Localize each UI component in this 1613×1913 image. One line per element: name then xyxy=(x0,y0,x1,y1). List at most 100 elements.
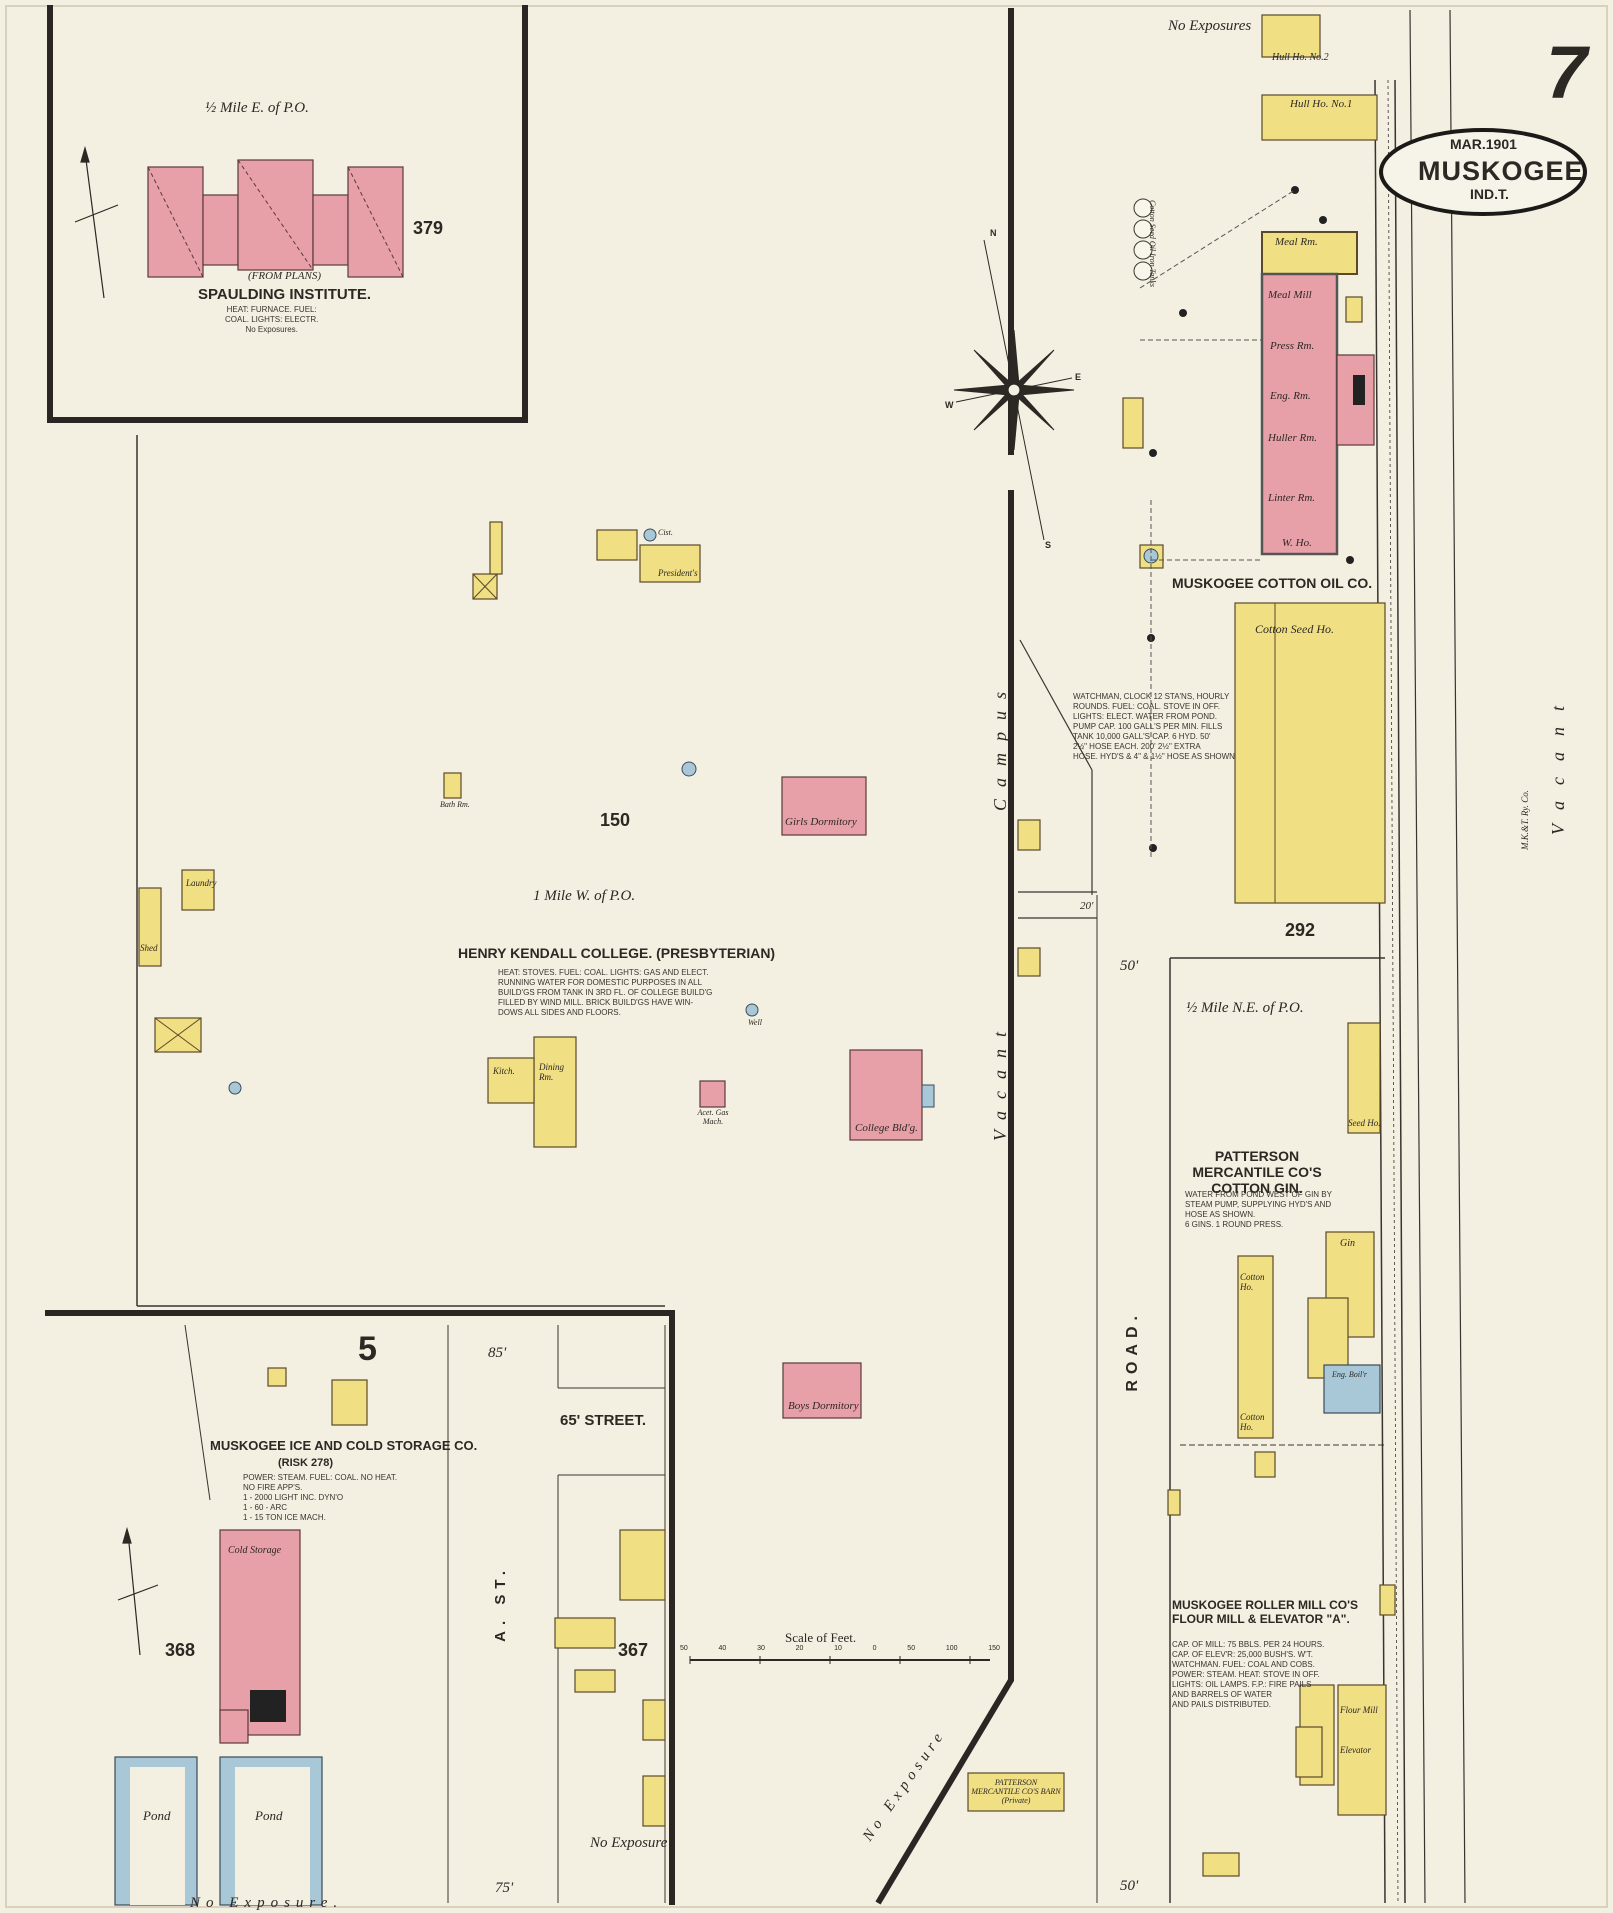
block-number-367: 367 xyxy=(618,1640,649,1660)
scale-ticks: 50 40 30 20 10 0 50 100 150 xyxy=(680,1645,1000,1652)
laundry-label: Laundry xyxy=(186,878,217,888)
meal-room xyxy=(1261,231,1358,275)
spaulding-title: SPAULDING INSTITUTE. xyxy=(198,286,372,303)
cotton-oil-notes: WATCHMAN, CLOCK 12 STA'NS, HOURLY ROUNDS… xyxy=(1073,692,1235,761)
seed-house-label: Seed Ho. xyxy=(1348,1118,1381,1128)
bath-room-building xyxy=(443,772,462,799)
laundry-building xyxy=(181,869,215,911)
oil-tanks-label: Cotton Seed Oil Iron Tanks xyxy=(1148,200,1157,287)
press-room-label: Press Rm. xyxy=(1270,340,1315,352)
scale-title: Scale of Feet. xyxy=(785,1630,857,1645)
kitchen-building xyxy=(487,1057,535,1104)
scale-tick: 100 xyxy=(945,1645,958,1652)
elevator-label: Elevator xyxy=(1340,1745,1371,1755)
meal-room-label: Meal Rm. xyxy=(1275,236,1318,248)
boys-dormitory-building xyxy=(782,1362,862,1419)
girls-dormitory-label: Girls Dormitory xyxy=(785,816,857,828)
hull-house-2-label: Hull Ho. No.2 xyxy=(1272,52,1329,63)
compass-north: N xyxy=(990,228,997,238)
gas-machine-building xyxy=(699,1080,726,1108)
cotton-house xyxy=(1237,1255,1274,1439)
scale-tick: 150 xyxy=(988,1645,1000,1652)
vacant-label: Vacant xyxy=(990,1020,1010,1141)
patterson-barn-label: PATTERSON MERCANTILE CO'S BARN (Private) xyxy=(971,1778,1061,1805)
spaulding-from-plans: (FROM PLANS) xyxy=(248,270,322,282)
engine-room-label: Eng. Rm. xyxy=(1270,390,1311,402)
patterson-notes: WATER FROM POND WEST OF GIN BY STEAM PUM… xyxy=(1185,1190,1332,1229)
campus-label: Campus xyxy=(990,680,1010,812)
kendall-title: HENRY KENDALL COLLEGE. (PRESBYTERIAN) xyxy=(458,945,776,961)
dimension-20: 20' xyxy=(1080,900,1094,912)
hull-house-1 xyxy=(1261,94,1378,141)
ice-plant-notes: POWER: STEAM. FUEL: COAL. NO HEAT. NO FI… xyxy=(243,1473,398,1522)
cold-storage-label: Cold Storage xyxy=(228,1545,282,1556)
scale-tick: 10 xyxy=(834,1645,842,1652)
block-number-379: 379 xyxy=(413,218,444,238)
street-65-label: 65' STREET. xyxy=(560,1412,647,1429)
block-number-292: 292 xyxy=(1285,920,1316,940)
vacant-right-label: Vacant xyxy=(1548,690,1568,835)
city-label: MUSKOGEE xyxy=(1418,156,1584,186)
road-label: ROAD. xyxy=(1124,1310,1141,1392)
dimension-85: 85' xyxy=(488,1345,507,1361)
flour-mill-elevator xyxy=(1337,1684,1387,1816)
kendall-location: 1 Mile W. of P.O. xyxy=(533,888,636,904)
pond-2-label: Pond xyxy=(255,1808,283,1823)
boys-dormitory-label: Boys Dormitory xyxy=(788,1400,859,1412)
compass-south: S xyxy=(1045,540,1052,550)
patterson-barn xyxy=(967,1772,1065,1812)
hull-house-1-label: Hull Ho. No.1 xyxy=(1290,98,1353,110)
scale-tick: 40 xyxy=(718,1645,727,1652)
well-label: Well xyxy=(748,1018,762,1027)
kitchen-label: Kitch. xyxy=(493,1066,515,1076)
compass-east: E xyxy=(1075,372,1082,382)
ice-plant-no-exposure: No Exposure. xyxy=(190,1895,344,1911)
block-number-150: 150 xyxy=(600,810,631,830)
kendall-notes: HEAT: STOVES. FUEL: COAL. LIGHTS: GAS AN… xyxy=(498,968,713,1017)
block-number-5: 5 xyxy=(358,1330,377,1368)
sheet-number: 7 xyxy=(1546,31,1588,114)
a-street-label: A. ST. xyxy=(492,1565,509,1642)
dimension-75: 75' xyxy=(495,1880,514,1896)
gin-label: Gin xyxy=(1340,1238,1355,1249)
engine-boiler-room xyxy=(1323,1364,1381,1414)
warehouse-label: W. Ho. xyxy=(1282,537,1312,549)
cotton-house-2-label: Cotton Ho. xyxy=(1240,1412,1265,1432)
shed-label: Shed xyxy=(140,943,158,953)
spaulding-institute-building xyxy=(147,159,404,278)
cotton-house-1-label: Cotton Ho. xyxy=(1240,1272,1265,1292)
compass-west: W xyxy=(945,400,954,410)
hull-house-2 xyxy=(1261,14,1321,58)
cotton-seed-house xyxy=(1234,602,1386,904)
dimension-50-top: 50' xyxy=(1120,958,1139,974)
huller-room-label: Huller Rm. xyxy=(1268,432,1317,444)
dimension-50-bottom: 50' xyxy=(1120,1878,1139,1894)
engine-boiler-label: Eng. Boil'r xyxy=(1332,1370,1368,1379)
scale-tick: 20 xyxy=(795,1645,804,1652)
gas-mach-label: Acet. Gas Mach. xyxy=(697,1108,729,1126)
pond-1-label: Pond xyxy=(143,1808,171,1823)
patterson-location: ½ Mile N.E. of P.O. xyxy=(1186,1000,1304,1016)
cotton-oil-no-exposures: No Exposures xyxy=(1168,18,1252,34)
railroad-label: M.K.&T. Ry. Co. xyxy=(1520,790,1530,850)
college-bldg-label: College Bld'g. xyxy=(855,1122,918,1134)
dining-room-label: Dining Rm. xyxy=(539,1062,565,1082)
scale-tick: 50 xyxy=(907,1645,916,1652)
seed-house xyxy=(1347,1022,1381,1134)
ice-plant-risk: (RISK 278) xyxy=(278,1457,334,1469)
spaulding-notes: HEAT: FURNACE. FUEL: COAL. LIGHTS: ELECT… xyxy=(225,305,319,334)
scale-tick: 30 xyxy=(757,1645,765,1652)
dining-room-building xyxy=(533,1036,577,1148)
presidents-label: President's xyxy=(658,568,698,578)
roller-mill-notes: CAP. OF MILL: 75 BBLS. PER 24 HOURS. CAP… xyxy=(1172,1640,1325,1709)
cistern-label: Cist. xyxy=(658,528,673,537)
scale-tick: 0 xyxy=(872,1645,877,1652)
college-building xyxy=(849,1049,923,1141)
date-label: MAR.1901 xyxy=(1450,136,1517,152)
block-number-368: 368 xyxy=(165,1640,196,1660)
no-exposure-block-367: No Exposure xyxy=(590,1835,668,1851)
meal-mill-label: Meal Mill xyxy=(1268,289,1312,301)
presidents-house xyxy=(639,544,701,583)
linter-room-label: Linter Rm. xyxy=(1268,492,1316,504)
